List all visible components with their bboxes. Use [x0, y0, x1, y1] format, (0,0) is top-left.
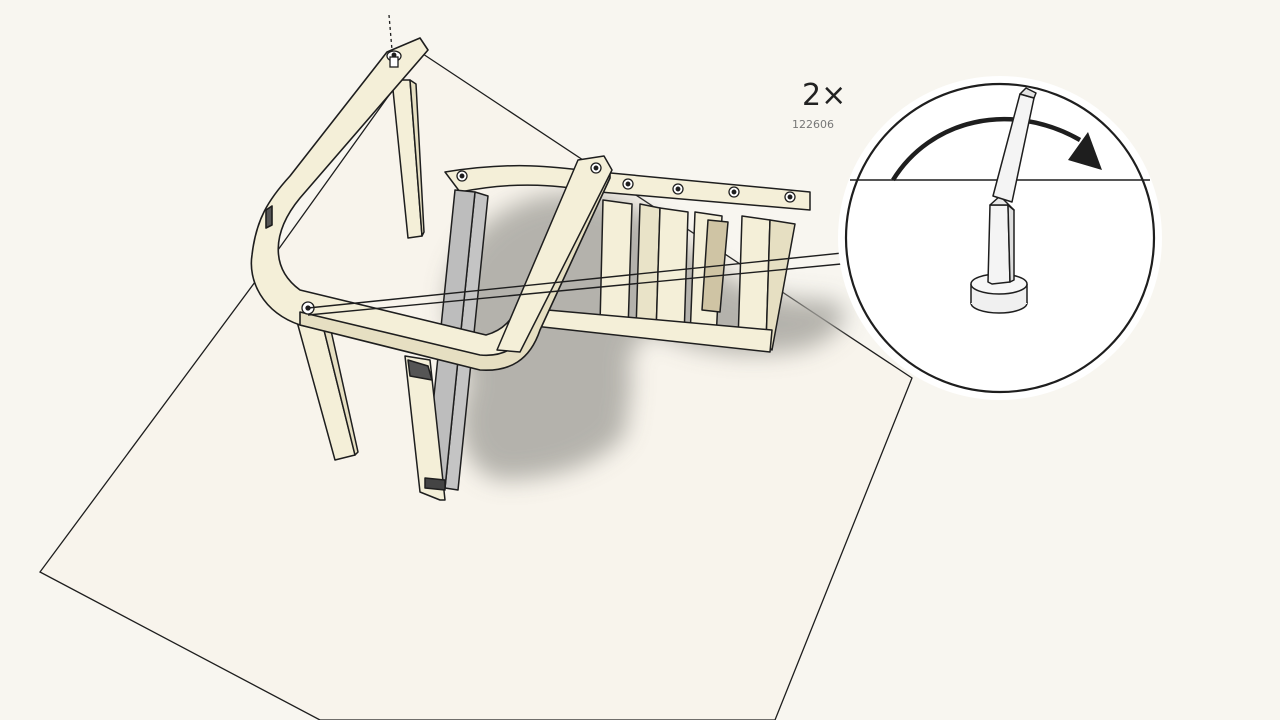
back-rest-bolts — [456, 170, 796, 203]
hex-key-icon — [970, 87, 1037, 314]
clockwise-arrow-icon — [891, 117, 1102, 182]
top-bolt — [386, 14, 402, 68]
rear-leg — [391, 79, 425, 239]
quantity-label: 2× — [802, 78, 847, 113]
arm-front-rail — [496, 155, 613, 353]
callout-leader — [307, 251, 863, 316]
part-number: 122606 — [792, 118, 834, 131]
